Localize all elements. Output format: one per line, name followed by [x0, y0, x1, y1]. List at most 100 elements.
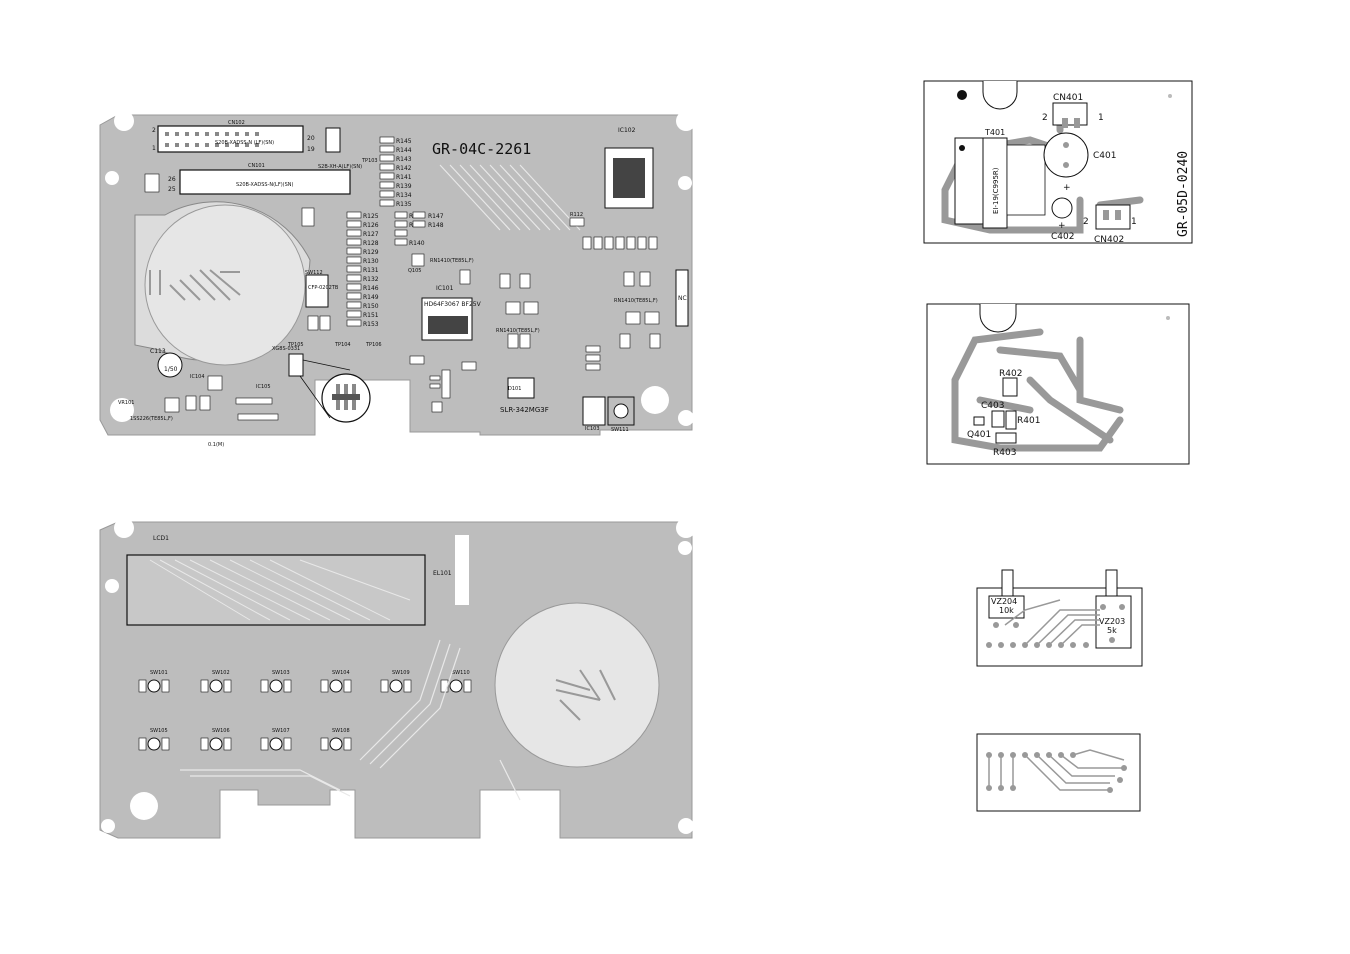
c403-capacitor	[991, 410, 1005, 428]
r149-label: R149	[363, 294, 379, 301]
vr101-label: VR101	[118, 400, 134, 406]
r146-label: R146	[363, 285, 379, 292]
cn104-connector	[288, 353, 304, 377]
r153-label: R153	[363, 321, 379, 328]
tp103-label: TP103	[361, 158, 378, 164]
ic101-part-label: HD64F3067 BF25V	[424, 301, 482, 308]
diode-pairs	[138, 679, 472, 751]
mount-hole	[105, 579, 119, 593]
sw101-label: SW101	[150, 670, 168, 676]
pin-label: 19	[307, 146, 315, 153]
r401-resistor	[1005, 410, 1017, 430]
pin-label: 26	[168, 176, 176, 183]
sw102-label: SW102	[212, 670, 230, 676]
power-board-bottom: R402 C403 R401 Q401 R403	[926, 303, 1190, 465]
sw107-label: SW107	[272, 728, 290, 734]
c402-polarity-label: +	[1058, 221, 1066, 231]
t401-label: T401	[984, 128, 1005, 137]
pin-label: 20	[307, 135, 315, 142]
small-board	[976, 733, 1141, 812]
r403-label: R403	[993, 448, 1016, 458]
r134-label: R134	[396, 192, 412, 199]
vz203-label: VZ203	[1099, 617, 1125, 626]
mount-hole	[110, 398, 134, 422]
sw104-label: SW104	[332, 670, 350, 676]
r143-label: R143	[396, 156, 412, 163]
battery-cell-bottom	[494, 602, 660, 768]
mount-hole	[678, 818, 694, 834]
cn103-part-label: S2B-XH-A(LF)(SN)	[318, 164, 362, 170]
nc-label: NC	[678, 295, 687, 302]
pin-label: 1	[152, 145, 156, 152]
trace-fan	[439, 164, 581, 231]
pin-label: 2	[152, 127, 156, 134]
ic102-die	[613, 158, 645, 198]
mount-hole	[101, 819, 115, 833]
mount-hole	[105, 171, 119, 185]
r151-label: R151	[363, 312, 379, 319]
cn101-part-label: S20B-XADSS-N(LF)(SN)	[236, 182, 294, 188]
trace-bottom	[180, 639, 521, 801]
r403-resistor	[995, 432, 1017, 444]
cn402-pin1-label: 1	[1131, 217, 1137, 227]
cn402-label: CN402	[1094, 235, 1124, 245]
r148-label: R148	[428, 222, 444, 229]
mount-hole	[678, 541, 692, 555]
switch-row-top: SW101 SW102 SW103 SW104 SW109 SW110	[147, 670, 470, 693]
ic102-label: IC102	[618, 127, 636, 134]
vz204-pot	[988, 595, 1025, 619]
q105-label: Q105	[408, 268, 421, 274]
c403-label: C403	[981, 401, 1004, 411]
power-board-bottom-outline	[926, 303, 1190, 465]
r145-label: R145	[396, 138, 412, 145]
el101-label: EL101	[433, 570, 452, 577]
mount-hole	[676, 111, 696, 131]
pin-label: 25	[168, 186, 176, 193]
sw105-label: SW105	[150, 728, 168, 734]
r401-label: R401	[1017, 416, 1040, 426]
mount-hole	[678, 176, 692, 190]
tp105-label: TP105	[287, 342, 304, 348]
cn402-pin2-label: 2	[1083, 217, 1089, 227]
battery-cell	[144, 204, 306, 366]
ic101-label: IC101	[436, 285, 454, 292]
r402-label: R402	[999, 369, 1022, 379]
rn1410b-label: RN1410(TE85L,F)	[496, 328, 540, 334]
c401-polarity-label: +	[1063, 183, 1071, 193]
r402-resistor	[1002, 377, 1018, 397]
r112-label: R112	[570, 212, 583, 218]
main-board-title: GR-04C-2261	[432, 140, 531, 158]
switch-row-bottom: SW105 SW106 SW107 SW108	[147, 728, 350, 751]
c113-capacitor	[157, 352, 183, 378]
c401-label: C401	[1093, 151, 1116, 161]
iss226-label: 1SS226(TE85L,F)	[130, 416, 173, 422]
r139-label: R139	[396, 183, 412, 190]
rn141-label: RN1410(TE85L,F)	[614, 298, 658, 304]
cn103-connector	[325, 127, 341, 153]
c-note-label: 0.1(M)	[208, 442, 224, 448]
mount-hole	[641, 386, 669, 414]
cn101-label: CN101	[248, 163, 265, 169]
q401-label: Q401	[967, 430, 991, 440]
nc-connector	[675, 269, 689, 327]
cn102-label: CN102	[228, 120, 245, 126]
sw108-label: SW108	[332, 728, 350, 734]
ic105-label: IC105	[256, 384, 271, 390]
vz204-label: VZ204	[991, 597, 1017, 606]
mount-hole	[114, 111, 134, 131]
vz204-value-label: 10k	[999, 606, 1014, 615]
d101-led	[507, 377, 535, 399]
sw103-label: SW103	[272, 670, 290, 676]
r142-label: R142	[396, 165, 412, 172]
c113-label: C113	[150, 348, 166, 355]
cn101-connector	[179, 169, 351, 195]
ic104-label: IC104	[190, 374, 205, 380]
tp106-label: TP106	[365, 342, 382, 348]
pot-board: VZ204 10k VZ203 5k	[976, 569, 1143, 667]
cn401-label: CN401	[1053, 93, 1083, 103]
resistor-row-right: R112	[569, 212, 658, 250]
r127-label: R127	[363, 231, 379, 238]
ic103-label: IC103	[585, 426, 600, 432]
mount-hole	[130, 792, 158, 820]
misc-components	[144, 173, 661, 421]
